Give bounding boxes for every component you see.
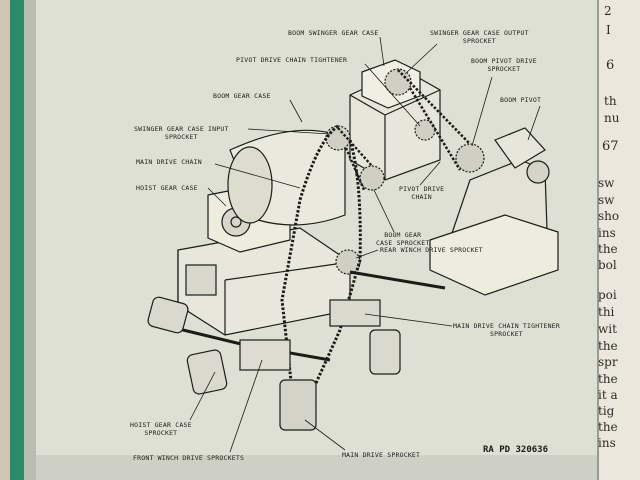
hoist-gear-case-hub-center <box>230 216 242 228</box>
label-swinger-gear-case-input-sprocket: SWINGER GEAR CASE INPUT SPROCKET <box>134 125 229 141</box>
lower-bracket-right <box>369 329 401 375</box>
binder-green-strip <box>10 0 24 480</box>
label-front-winch-drive-sprockets: FRONT WINCH DRIVE SPROCKETS <box>133 454 245 462</box>
label-swinger-gear-case-output-sprocket: SWINGER GEAR CASE OUTPUT SPROCKET <box>430 29 529 45</box>
main-drive-chain <box>280 124 362 393</box>
boom-pivot-arm <box>494 127 546 169</box>
facing-line: sho <box>598 209 620 223</box>
facing-line: 67 <box>602 139 619 154</box>
facing-line: sw <box>598 176 615 190</box>
leader-hoist-gear-case <box>207 187 227 207</box>
label-boom-swinger-gear-case: BOOM SWINGER GEAR CASE <box>288 29 379 37</box>
facing-line: the <box>598 420 618 434</box>
drive-illustration <box>147 59 559 431</box>
boom-gear-case-sprocket <box>359 165 385 191</box>
leader-boom-gear-case <box>289 99 303 123</box>
facing-line: thi <box>598 305 615 319</box>
label-rear-winch-drive-sprocket: REAR WINCH DRIVE SPROCKET <box>380 246 483 254</box>
leader-swinger-output <box>404 43 438 75</box>
label-boom-gear-case-sprocket: BOOM GEAR CASE SPROCKET <box>376 231 430 247</box>
pivot-chain-tightener <box>414 119 436 141</box>
binder-edge-shadow <box>24 0 38 480</box>
boom-chain <box>337 127 373 191</box>
base-frame-panel <box>185 264 217 296</box>
facing-line: th <box>604 94 617 108</box>
facing-line: ins <box>598 436 616 450</box>
leader-main-drive-sprocket <box>304 419 346 451</box>
label-main-drive-chain: MAIN DRIVE CHAIN <box>136 158 202 166</box>
pivot-drive-sprocket <box>455 143 485 173</box>
boom-gear-case-end <box>227 146 273 224</box>
front-u-joint-left <box>147 296 189 334</box>
leader-tightener-sprocket <box>364 313 453 327</box>
rear-winch-shaft <box>349 270 446 290</box>
label-main-drive-sprocket: MAIN DRIVE SPROCKET <box>342 451 421 459</box>
tightener-bracket <box>329 299 381 327</box>
label-hoist-gear-case: HOIST GEAR CASE <box>136 184 198 192</box>
leader-pivot-drive-chain <box>419 161 441 186</box>
front-winch-bracket <box>239 339 291 371</box>
leader-main-drive-chain <box>214 163 301 189</box>
facing-line: sw <box>598 193 615 207</box>
label-pivot-drive-chain-tightener: PIVOT DRIVE CHAIN TIGHTENER <box>236 56 348 64</box>
label-pivot-drive-chain: PIVOT DRIVE CHAIN <box>399 185 445 201</box>
boom-pivot-hub <box>526 160 550 184</box>
facing-line: tig <box>598 404 615 418</box>
label-main-drive-chain-tightener-sprocket: MAIN DRIVE CHAIN TIGHTENER SPROCKET <box>453 322 560 338</box>
front-u-joint-right <box>186 349 228 395</box>
label-boom-gear-case: BOOM GEAR CASE <box>213 92 271 100</box>
leader-boom-gear-case-sprocket <box>373 189 395 233</box>
label-boom-pivot-drive-sprocket: BOOM PIVOT DRIVE SPROCKET <box>471 57 537 73</box>
facing-line: spr <box>598 355 618 369</box>
leader-boom-pivot <box>527 105 541 141</box>
facing-page <box>598 0 640 480</box>
leader-hoist-gear-case-sprocket <box>189 371 216 421</box>
facing-line: 2 <box>604 4 612 18</box>
leader-lines <box>189 36 541 453</box>
label-hoist-gear-case-sprocket: HOIST GEAR CASE SPROCKET <box>130 421 192 437</box>
leader-swinger-input <box>247 128 331 135</box>
boom-pivot-base <box>429 214 559 296</box>
page-shadow-bottom <box>36 455 614 480</box>
leader-rear-winch <box>355 249 379 259</box>
facing-line: 6 <box>606 58 615 73</box>
facing-line: the <box>598 339 618 353</box>
leader-boom-pivot-drive <box>471 76 493 147</box>
leader-pivot-chain-tightener <box>364 63 421 127</box>
facing-line: the <box>598 372 618 386</box>
facing-line: ins <box>598 226 616 240</box>
facing-line: it a <box>598 388 618 402</box>
facing-line: nu <box>604 111 620 125</box>
facing-line: poi <box>598 288 617 302</box>
facing-line: I <box>606 23 611 37</box>
leader-front-winch <box>229 359 263 453</box>
facing-line: the <box>598 242 618 256</box>
figure-plate-number: RA PD 320636 <box>483 445 549 455</box>
swinger-gear-case-edge <box>349 89 441 180</box>
label-boom-pivot: BOOM PIVOT <box>500 96 542 104</box>
leader-boom-swinger-gear-case <box>379 36 385 67</box>
lower-bracket-left <box>279 379 317 431</box>
pivot-drive-chain <box>397 69 471 171</box>
facing-line: wit <box>598 322 617 336</box>
facing-line: bol <box>598 258 617 272</box>
rear-winch-sprocket <box>335 249 361 275</box>
